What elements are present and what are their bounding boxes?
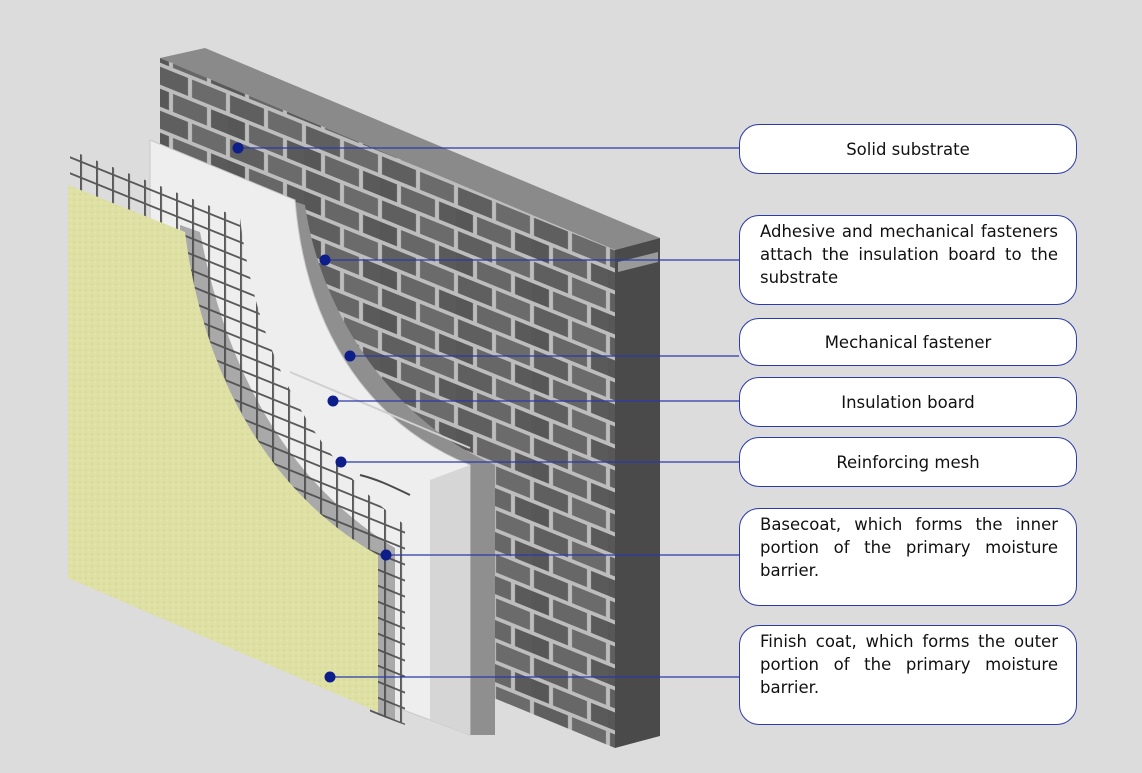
marker-dots (232, 142, 392, 683)
marker-dot (232, 142, 244, 154)
mesh-edge (359, 474, 411, 496)
label-mechanical-fastener: Mechanical fastener (739, 318, 1077, 366)
label-text: Adhesive and mechanical fasteners attach… (760, 222, 1058, 287)
marker-dot (344, 350, 356, 362)
marker-dot (324, 671, 336, 683)
label-reinforcing-mesh: Reinforcing mesh (739, 437, 1077, 487)
leader-lines (238, 147, 739, 678)
label-text: Insulation board (841, 392, 975, 412)
label-text: Reinforcing mesh (836, 452, 980, 472)
label-finish-coat: Finish coat, which forms the outer porti… (739, 625, 1077, 725)
label-insulation-board: Insulation board (739, 377, 1077, 427)
label-text: Solid substrate (846, 139, 970, 159)
label-adhesive-fasteners: Adhesive and mechanical fasteners attach… (739, 215, 1077, 305)
marker-dot (380, 549, 392, 561)
adhesive-layer (290, 200, 495, 735)
label-solid-substrate: Solid substrate (739, 124, 1077, 174)
board-seam (289, 371, 471, 449)
marker-dot (335, 456, 347, 468)
marker-dot (327, 395, 339, 407)
label-text: Finish coat, which forms the outer porti… (760, 632, 1058, 697)
label-text: Mechanical fastener (824, 332, 992, 352)
label-text: Basecoat, which forms the inner portion … (760, 515, 1058, 580)
marker-dot (319, 254, 331, 266)
finish-coat-graphic (68, 185, 378, 712)
board-edge (430, 465, 470, 735)
label-basecoat: Basecoat, which forms the inner portion … (739, 508, 1077, 606)
